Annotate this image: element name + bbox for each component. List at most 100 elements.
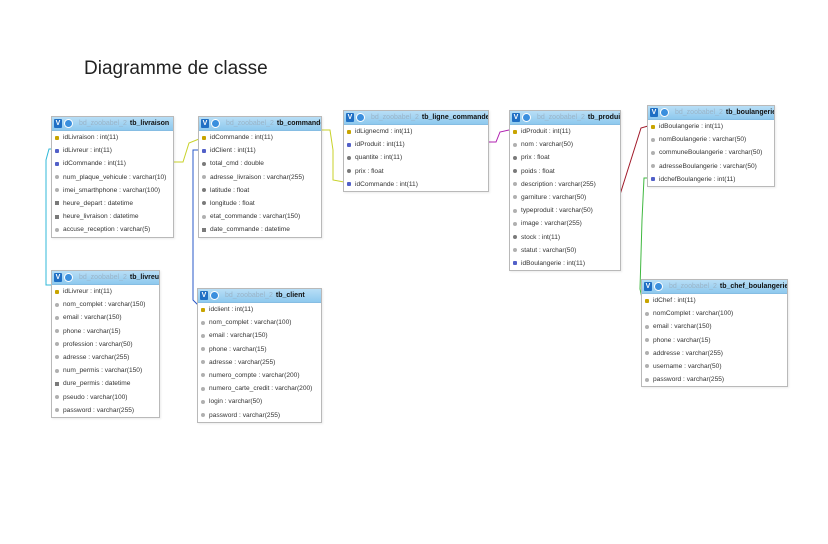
column-label: communeBoulangerie : varchar(50) (659, 149, 763, 157)
toggle-icon[interactable]: V (200, 291, 208, 300)
column-label: password : varchar(255) (63, 406, 135, 414)
link-ligne-produit (487, 129, 510, 143)
table-column-row: prix : float (344, 165, 488, 178)
database-name: bd_zoobabel_2 (669, 283, 717, 290)
column-label: quantite : int(11) (355, 154, 403, 162)
column-label: idLivreur : int(11) (63, 288, 112, 295)
column-label: email : varchar(150) (63, 314, 122, 322)
text-type-icon (645, 377, 649, 382)
table-menu-icon[interactable] (210, 291, 219, 300)
table-name: tb_boulangerie (725, 109, 774, 116)
table-column-row: password : varchar(255) (642, 373, 787, 386)
numeric-icon (513, 155, 517, 160)
column-label: latitude : float (210, 186, 250, 194)
toggle-icon[interactable]: V (512, 113, 520, 122)
table-column-row: phone : varchar(15) (52, 325, 159, 338)
table-name: tb_commande (276, 120, 321, 127)
table-menu-icon[interactable] (660, 108, 669, 117)
index-icon (347, 182, 351, 187)
text-type-icon (55, 342, 59, 347)
column-label: num_permis : varchar(150) (63, 367, 143, 375)
toggle-icon[interactable]: V (201, 119, 209, 128)
text-type-icon (513, 248, 517, 253)
column-label: idCommande : int(11) (355, 180, 418, 188)
table-menu-icon[interactable] (356, 113, 365, 122)
toggle-icon[interactable]: V (650, 108, 658, 117)
table-column-row: stock : int(11) (510, 231, 620, 244)
table-name: tb_livreur (129, 274, 159, 281)
column-label: addresse : varchar(255) (653, 349, 724, 357)
table-column-row: adresse_livraison : varchar(255) (199, 171, 321, 184)
table-menu-icon[interactable] (654, 282, 663, 291)
column-label: nom : varchar(50) (521, 141, 574, 149)
column-label: adresse : varchar(255) (63, 353, 130, 361)
column-label: etat_commande : varchar(150) (210, 213, 301, 221)
column-label: idBoulangerie : int(11) (659, 123, 724, 130)
text-type-icon (55, 329, 59, 334)
table-column-row: idCommande : int(11) (52, 157, 173, 170)
column-label: pseudo : varchar(100) (63, 393, 128, 401)
column-label: numero_carte_credit : varchar(200) (209, 385, 313, 393)
column-label: poids : float (521, 167, 555, 175)
column-label: imei_smarthphone : varchar(100) (63, 186, 161, 194)
table-column-row: description : varchar(255) (510, 178, 620, 191)
datetime-icon (55, 201, 59, 206)
numeric-icon (347, 169, 351, 174)
toggle-icon[interactable]: V (54, 119, 62, 128)
column-label: nomBoulangerie : varchar(50) (659, 136, 747, 144)
toggle-icon[interactable]: V (644, 282, 652, 291)
text-type-icon (55, 368, 59, 373)
table-menu-icon[interactable] (64, 119, 73, 128)
column-label: total_cmd : double (210, 160, 264, 168)
column-label: date_commande : datetime (210, 226, 290, 234)
toggle-icon[interactable]: V (346, 113, 354, 122)
table-column-row: etat_commande : varchar(150) (199, 210, 321, 223)
toggle-icon[interactable]: V (54, 273, 62, 282)
table-column-row: accuse_reception : varchar(5) (52, 223, 173, 236)
column-label: dure_permis : datetime (63, 380, 131, 388)
text-type-icon (513, 221, 517, 226)
table-column-row: email : varchar(150) (52, 311, 159, 324)
text-type-icon (201, 333, 205, 338)
table-column-row: longitude : float (199, 197, 321, 210)
column-label: username : varchar(50) (653, 362, 722, 370)
numeric-icon (513, 235, 517, 239)
table-column-row: idLivraison : int(11) (52, 131, 173, 144)
column-label: prix : float (521, 154, 550, 162)
text-type-icon (645, 311, 649, 316)
column-label: numero_compte : varchar(200) (209, 371, 300, 379)
column-label: heure_depart : datetime (63, 199, 134, 207)
text-type-icon (55, 175, 59, 180)
table-menu-icon[interactable] (211, 119, 220, 128)
table-column-row: email : varchar(150) (198, 329, 321, 342)
text-type-icon (645, 351, 649, 356)
table-name: tb_produit (587, 114, 620, 121)
table-column-row: latitude : float (199, 184, 321, 197)
table-column-row: poids : float (510, 165, 620, 178)
link-commande-ligne (320, 129, 345, 183)
column-label: idProduit : int(11) (355, 141, 405, 149)
table-column-row: pseudo : varchar(100) (52, 391, 159, 404)
table-menu-icon[interactable] (522, 113, 531, 122)
table-menu-icon[interactable] (64, 273, 73, 282)
text-type-icon (55, 355, 59, 360)
table-column-row: idLivreur : int(11) (52, 285, 159, 298)
column-label: accuse_reception : varchar(5) (63, 226, 151, 234)
database-name: bd_zoobabel_2 (79, 120, 127, 127)
